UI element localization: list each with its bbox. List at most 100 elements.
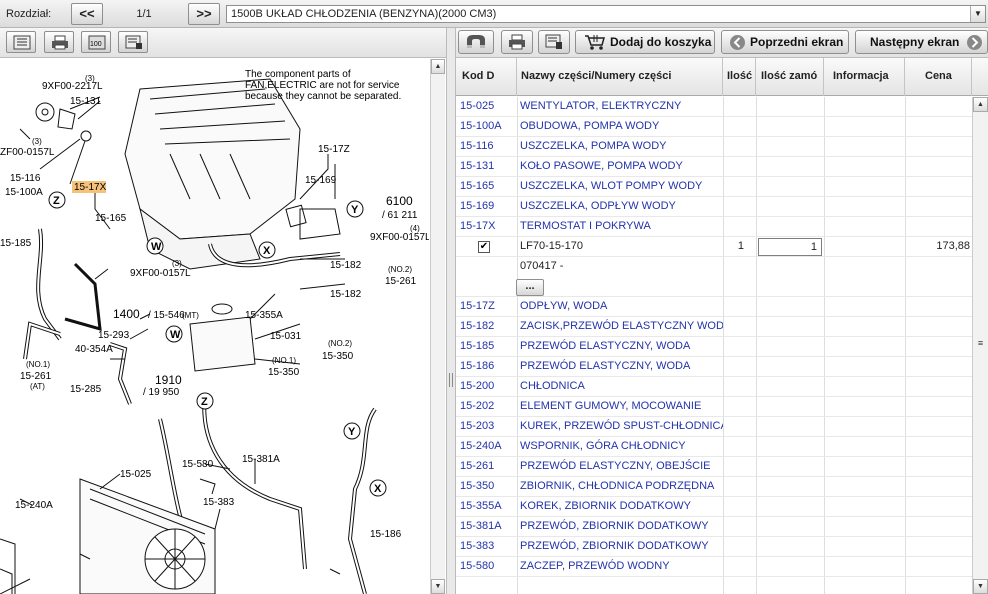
part-code[interactable]: 15-185 [460, 340, 495, 352]
part-code[interactable]: 15-383 [460, 540, 495, 552]
zoom-100-button[interactable]: 100 [81, 31, 111, 53]
part-name[interactable]: TERMOSTAT I POKRYWA [520, 220, 651, 232]
table-row[interactable]: 15-116 USZCZELKA, POMPA WODY [456, 137, 972, 157]
diagram-callout[interactable]: 15-186 [370, 529, 402, 540]
part-name[interactable]: KOREK, ZBIORNIK DODATKOWY [520, 500, 691, 512]
scroll-down-icon[interactable]: ▼ [431, 579, 445, 594]
part-code[interactable]: 15-355A [460, 500, 502, 512]
table-scrollbar[interactable]: ▲ ≡ ▼ [972, 97, 988, 594]
header-ordered[interactable]: Ilość zamó [756, 58, 824, 96]
diagram-callout[interactable]: 15-165 [95, 213, 127, 224]
diagram-callout[interactable]: 15-182 [330, 260, 362, 271]
diagram-callout[interactable]: 15-025 [120, 469, 152, 480]
table-row[interactable]: 15-240A WSPORNIK, GÓRA CHŁODNICY [456, 437, 972, 457]
part-name[interactable]: PRZEWÓD ELASTYCZNY, OBEJŚCIE [520, 460, 711, 472]
part-code[interactable]: 15-200 [460, 380, 495, 392]
chevron-down-icon[interactable]: ▼ [970, 6, 985, 22]
part-name[interactable]: USZCZELKA, POMPA WODY [520, 140, 667, 152]
part-name[interactable]: USZCZELKA, WLOT POMPY WODY [520, 180, 703, 192]
part-name[interactable]: PRZEWÓD ELASTYCZNY, WODA [520, 340, 691, 352]
pane-splitter[interactable] [446, 28, 456, 594]
header-price[interactable]: Cena [905, 58, 972, 96]
part-name[interactable]: ELEMENT GUMOWY, MOCOWANIE [520, 400, 702, 412]
diagram-callout[interactable]: 15-031 [270, 331, 302, 342]
part-code[interactable]: 15-169 [460, 200, 495, 212]
table-row[interactable]: 15-200 CHŁODNICA [456, 377, 972, 397]
part-name[interactable]: USZCZELKA, ODPŁYW WODY [520, 200, 676, 212]
diagram-callout[interactable]: 15-17Z [318, 144, 350, 155]
header-qty[interactable]: Ilość [723, 58, 756, 96]
diagram-callout[interactable]: 15-381A [242, 454, 280, 465]
save-print-button[interactable] [118, 31, 148, 53]
next-page-button[interactable]: >> [188, 3, 220, 25]
part-detail-row[interactable]: ✔ LF70-15-170 1 1 173,88 [456, 237, 972, 257]
part-code[interactable]: 15-261 [460, 460, 495, 472]
part-code[interactable]: 15-025 [460, 100, 495, 112]
part-code[interactable]: 15-240A [460, 440, 502, 452]
section-select[interactable]: 1500B UKŁAD CHŁODZENIA (BENZYNA)(2000 CM… [226, 5, 986, 23]
table-row[interactable]: 15-169 USZCZELKA, ODPŁYW WODY [456, 197, 972, 217]
scroll-up-icon[interactable]: ▲ [431, 59, 445, 74]
part-name[interactable]: WSPORNIK, GÓRA CHŁODNICY [520, 440, 686, 452]
diagram-callout[interactable]: 15-285 [70, 384, 102, 395]
part-name[interactable]: ZACISK,PRZEWÓD ELASTYCZNY WODY [520, 320, 723, 332]
part-code[interactable]: 15-203 [460, 420, 495, 432]
table-row[interactable]: 15-261 PRZEWÓD ELASTYCZNY, OBEJŚCIE [456, 457, 972, 477]
previous-screen-button[interactable]: Poprzedni ekran [721, 30, 849, 54]
diagram-callout[interactable]: 15-293 [98, 330, 130, 341]
magnet-button[interactable] [458, 30, 494, 54]
table-row[interactable]: 15-355A KOREK, ZBIORNIK DODATKOWY [456, 497, 972, 517]
part-name[interactable]: ZACZEP, PRZEWÓD WODNY [520, 560, 670, 572]
diagram-callout[interactable]: 15-261 [385, 276, 417, 287]
part-name[interactable]: ZBIORNIK, CHŁODNICA PODRZĘDNA [520, 480, 715, 492]
diagram-callout[interactable]: 15-350 [322, 351, 354, 362]
more-options-button[interactable]: ... [516, 279, 544, 296]
header-code[interactable]: Kod D [456, 58, 517, 96]
part-name[interactable]: KUREK, PRZEWÓD SPUST-CHŁODNICA [520, 420, 723, 432]
part-code[interactable]: 15-202 [460, 400, 495, 412]
part-name[interactable]: PRZEWÓD, ZBIORNIK DODATKOWY [520, 540, 709, 552]
diagram-callout[interactable]: 15-131 [70, 96, 102, 107]
part-code[interactable]: 15-186 [460, 360, 495, 372]
print-button[interactable] [44, 31, 74, 53]
header-name[interactable]: Nazwy części/Numery części [517, 58, 723, 96]
scroll-up-icon[interactable]: ▲ [973, 97, 988, 112]
next-screen-button[interactable]: Następny ekran [855, 30, 988, 54]
diagram-callout[interactable]: 15-100A [5, 187, 43, 198]
table-row[interactable]: 15-17X TERMOSTAT I POKRYWA [456, 217, 972, 237]
part-name[interactable]: PRZEWÓD ELASTYCZNY, WODA [520, 360, 691, 372]
scroll-down-icon[interactable]: ▼ [973, 579, 988, 594]
part-name[interactable]: PRZEWÓD, ZBIORNIK DODATKOWY [520, 520, 709, 532]
table-row[interactable]: 15-165 USZCZELKA, WLOT POMPY WODY [456, 177, 972, 197]
part-name[interactable]: ODPŁYW, WODA [520, 300, 608, 312]
diagram-callout[interactable]: 15-355A [245, 310, 283, 321]
table-row[interactable]: 15-383 PRZEWÓD, ZBIORNIK DODATKOWY [456, 537, 972, 557]
part-code[interactable]: 15-116 [460, 140, 494, 152]
part-code[interactable]: 15-350 [460, 480, 495, 492]
part-name[interactable]: OBUDOWA, POMPA WODY [520, 120, 660, 132]
diagram-callout[interactable]: 15-350 [268, 367, 300, 378]
diagram-callout[interactable]: 15-240A [15, 500, 53, 511]
scroll-thumb-grip-icon[interactable]: ≡ [977, 338, 984, 348]
part-name[interactable]: CHŁODNICA [520, 380, 585, 392]
part-code[interactable]: 15-17X [460, 220, 496, 232]
diagram-callout[interactable]: 15-580 [182, 459, 214, 470]
header-info[interactable]: Informacja [824, 58, 905, 96]
diagram-callout[interactable]: 15-182 [330, 289, 362, 300]
diagram-callout[interactable]: 15-116 [10, 173, 41, 184]
add-to-cart-button[interactable]: Dodaj do koszyka [575, 30, 715, 54]
part-code[interactable]: 15-165 [460, 180, 495, 192]
diagram-callout[interactable]: 15-261 [20, 371, 52, 382]
diagram-callout[interactable]: 15-185 [0, 238, 32, 249]
part-code[interactable]: 15-580 [460, 560, 495, 572]
part-code[interactable]: 15-182 [460, 320, 495, 332]
diagram-scrollbar[interactable]: ▲ ▼ [430, 59, 445, 594]
diagram-callout[interactable]: 15-17X [74, 182, 107, 193]
table-row[interactable]: 15-182 ZACISK,PRZEWÓD ELASTYCZNY WODY [456, 317, 972, 337]
